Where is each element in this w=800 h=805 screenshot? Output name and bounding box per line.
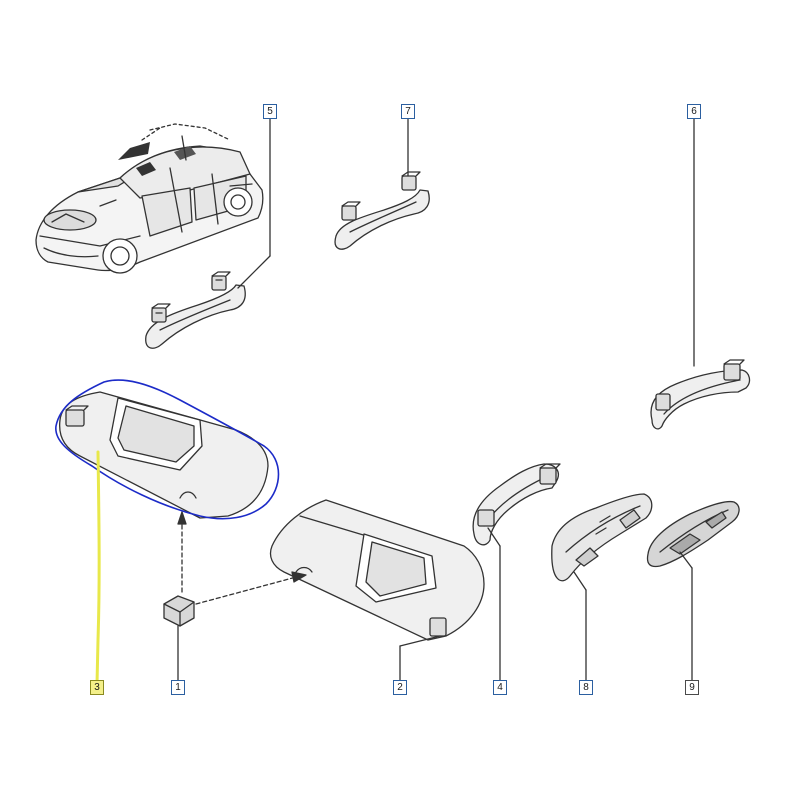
- callout-9[interactable]: 9: [685, 680, 699, 695]
- arrow-head-up: [177, 511, 187, 525]
- leader-lines: [177, 117, 695, 681]
- callout-6[interactable]: 6: [687, 104, 701, 119]
- callout-3[interactable]: 3: [90, 680, 104, 695]
- handle-bracket: [551, 493, 653, 582]
- grab-handle-rear-right: [650, 359, 751, 430]
- grab-handle-center: [334, 171, 430, 250]
- sun-visor-driver: [58, 391, 269, 519]
- handle-cover: [646, 500, 740, 568]
- callout-2[interactable]: 2: [393, 680, 407, 695]
- callout-5[interactable]: 5: [263, 104, 277, 119]
- sun-visor-passenger: [269, 499, 485, 641]
- highlight-leader: [95, 450, 101, 686]
- assembly-arrows: [181, 519, 301, 605]
- callout-7[interactable]: 7: [401, 104, 415, 119]
- grab-handle-front: [472, 463, 561, 546]
- callout-8[interactable]: 8: [579, 680, 593, 695]
- callout-1[interactable]: 1: [171, 680, 185, 695]
- grab-handle-rear-left: [145, 271, 246, 349]
- callout-4[interactable]: 4: [493, 680, 507, 695]
- sun-visor-clip: [163, 595, 195, 627]
- highlight-outline: [55, 379, 280, 520]
- car-illustration: [35, 123, 264, 274]
- arrow-head-right: [291, 571, 307, 583]
